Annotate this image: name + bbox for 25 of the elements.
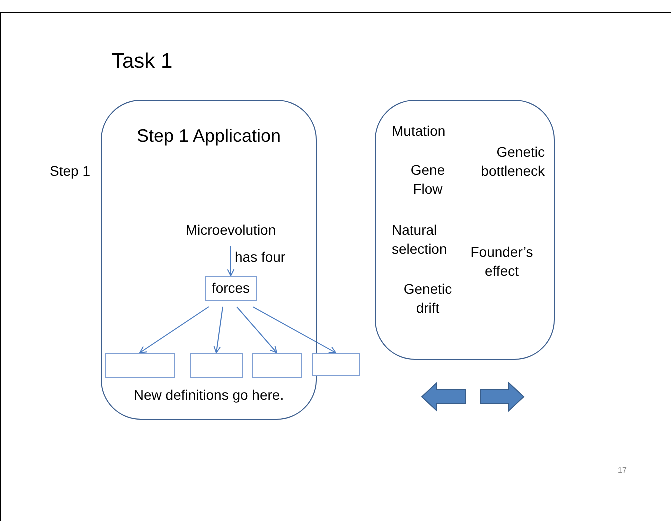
empty-definition-box — [105, 353, 175, 378]
rounded-panel — [101, 100, 317, 420]
term-text: Mutation — [392, 122, 447, 141]
arrow — [227, 246, 235, 276]
concept-box: forces — [205, 276, 257, 301]
arrow — [236, 306, 278, 354]
slide-title: Task 1 — [112, 49, 173, 75]
empty-definition-box — [190, 353, 243, 378]
concept-text: Microevolution — [176, 220, 286, 240]
page-number: 17 — [618, 465, 627, 477]
panel-heading: Step 1 Application — [136, 125, 282, 148]
arrow — [214, 306, 224, 354]
panel-note: New definitions go here. — [132, 386, 286, 405]
term-text: Founder’s effect — [470, 243, 534, 281]
step-label: Step 1 — [50, 162, 90, 181]
arrow — [140, 306, 210, 354]
arrow — [252, 306, 336, 354]
term-text: Genetic drift — [402, 280, 454, 318]
term-text: Gene Flow — [410, 161, 446, 199]
term-text: Natural selection — [392, 221, 448, 259]
rounded-panel — [375, 100, 555, 360]
empty-definition-box — [252, 353, 302, 378]
term-text: Genetic bottleneck — [480, 143, 545, 181]
empty-definition-box — [312, 353, 360, 376]
edge-label: has four — [235, 248, 286, 266]
